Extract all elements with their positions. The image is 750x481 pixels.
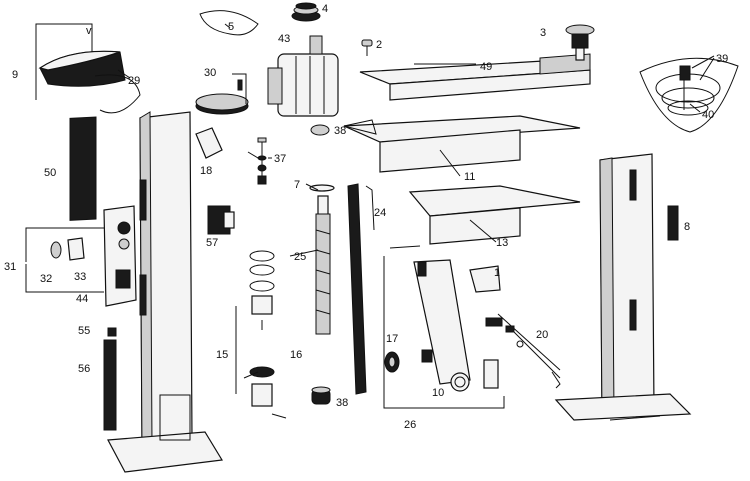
callout-49: 49	[480, 61, 492, 73]
callout-16: 16	[290, 349, 302, 361]
nut-38-top	[310, 124, 330, 136]
callout-44: 44	[76, 293, 88, 305]
left-post	[107, 111, 223, 473]
callout-38-bottom: 38	[336, 397, 348, 409]
callout-17: 17	[386, 333, 398, 345]
callout-15: 15	[216, 349, 228, 361]
panel-8	[667, 205, 679, 241]
svg-text:v: v	[86, 25, 92, 37]
arm-49	[359, 53, 591, 101]
panel-50	[69, 116, 97, 221]
carriage-26	[383, 245, 505, 409]
callout-labels: 1 2 3 4 5 7 8 9 10 11 13 15 16 17 18 20 …	[4, 3, 728, 431]
nut-38-bottom	[311, 386, 331, 405]
bolt-2	[361, 39, 373, 56]
callout-8: 8	[684, 221, 690, 233]
lever-20	[497, 313, 561, 389]
callout-1: 1	[494, 267, 500, 279]
callout-20: 20	[536, 329, 548, 341]
bracket-1	[469, 265, 501, 293]
control-box-31	[25, 205, 137, 307]
arm-11	[343, 115, 581, 173]
strip-24	[347, 183, 367, 395]
motor-43	[267, 35, 339, 117]
callout-7: 7	[294, 179, 300, 191]
callout-5: 5	[228, 21, 234, 33]
callout-24: 24	[374, 207, 386, 219]
callout-11: 11	[464, 171, 475, 183]
callout-29: 29	[128, 75, 140, 87]
panel-56	[103, 339, 117, 431]
knob-3	[565, 24, 595, 61]
callout-57: 57	[206, 237, 218, 249]
callout-40: 40	[702, 109, 714, 121]
bolts-37	[257, 137, 267, 185]
callout-31: 31	[4, 261, 16, 273]
callout-43: 43	[278, 33, 290, 45]
callout-37: 37	[274, 153, 286, 165]
arm-13	[408, 185, 581, 245]
callout-50: 50	[44, 167, 56, 179]
callout-38-top: 38	[334, 125, 346, 137]
spring-assembly-15	[235, 250, 287, 419]
callout-18: 18	[200, 165, 212, 177]
pulley-39	[639, 57, 739, 133]
callout-55: 55	[78, 325, 90, 337]
callout-30: 30	[204, 67, 216, 79]
callout-4: 4	[322, 3, 328, 15]
callout-39: 39	[716, 53, 728, 65]
callout-32: 32	[40, 273, 52, 285]
switch-57	[207, 205, 235, 235]
lead-screw-25	[309, 184, 335, 335]
belt-5	[199, 10, 259, 36]
callout-9: 9	[12, 69, 18, 81]
callout-13: 13	[496, 237, 508, 249]
right-post	[554, 153, 692, 421]
leader-lines	[117, 23, 715, 379]
plate-30	[195, 73, 249, 115]
callout-25: 25	[294, 251, 306, 263]
callout-2: 2	[376, 39, 382, 51]
cover-box-9: v	[35, 23, 141, 114]
callout-26: 26	[404, 419, 416, 431]
bracket-18	[195, 127, 223, 159]
callout-33: 33	[74, 271, 86, 283]
callout-10: 10	[432, 387, 444, 399]
callout-56: 56	[78, 363, 90, 375]
callout-3: 3	[540, 27, 546, 39]
block-small	[485, 317, 503, 327]
block-55	[107, 327, 117, 337]
pulley-4	[291, 2, 321, 22]
